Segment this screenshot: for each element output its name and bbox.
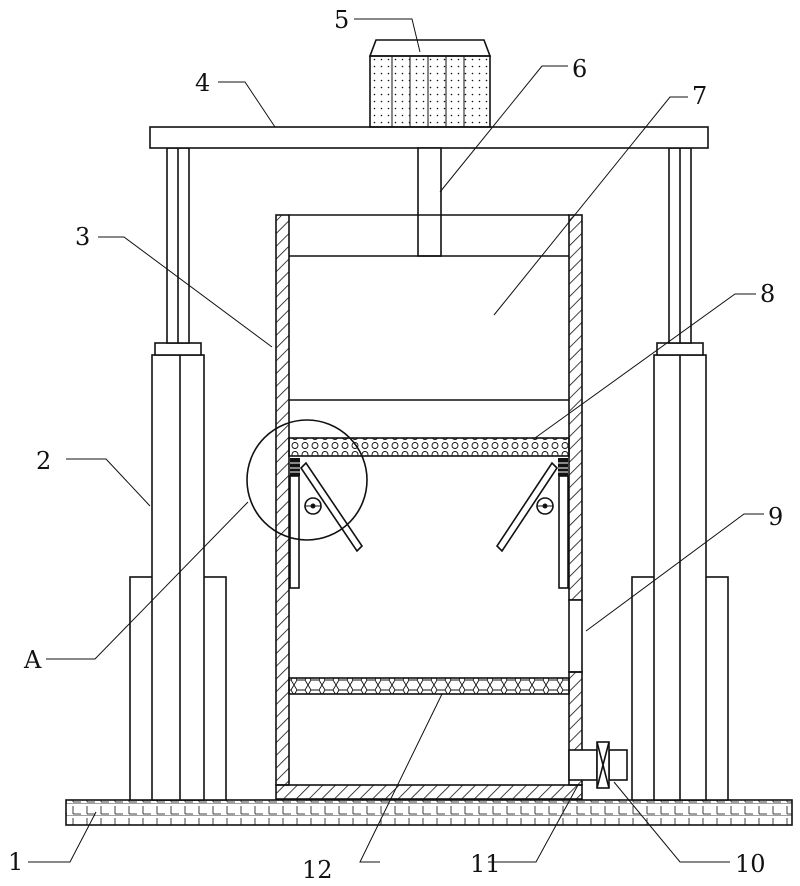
label-2: 2 — [36, 447, 51, 475]
lower-screen — [289, 678, 569, 694]
label-6: 6 — [572, 55, 587, 83]
base-plate — [66, 800, 792, 825]
crossbeam — [150, 127, 708, 148]
right-baffle — [497, 458, 568, 588]
motor — [370, 40, 490, 127]
upper-screen — [289, 438, 569, 456]
label-8: 8 — [760, 280, 775, 308]
label-11: 11 — [470, 850, 501, 878]
label-7: 7 — [692, 82, 707, 110]
label-a: A — [23, 646, 42, 674]
label-3: 3 — [75, 223, 90, 251]
shaft — [418, 148, 441, 256]
right-cylinder — [632, 148, 728, 800]
label-1: 1 — [8, 848, 23, 876]
valve — [597, 742, 609, 788]
label-10: 10 — [735, 850, 766, 878]
press-plate — [289, 256, 569, 400]
left-baffle — [290, 458, 362, 588]
label-4: 4 — [195, 69, 210, 97]
barrel — [276, 215, 582, 799]
label-9: 9 — [768, 503, 783, 531]
left-cylinder — [130, 148, 226, 800]
label-5: 5 — [334, 6, 349, 34]
label-12: 12 — [302, 856, 333, 884]
